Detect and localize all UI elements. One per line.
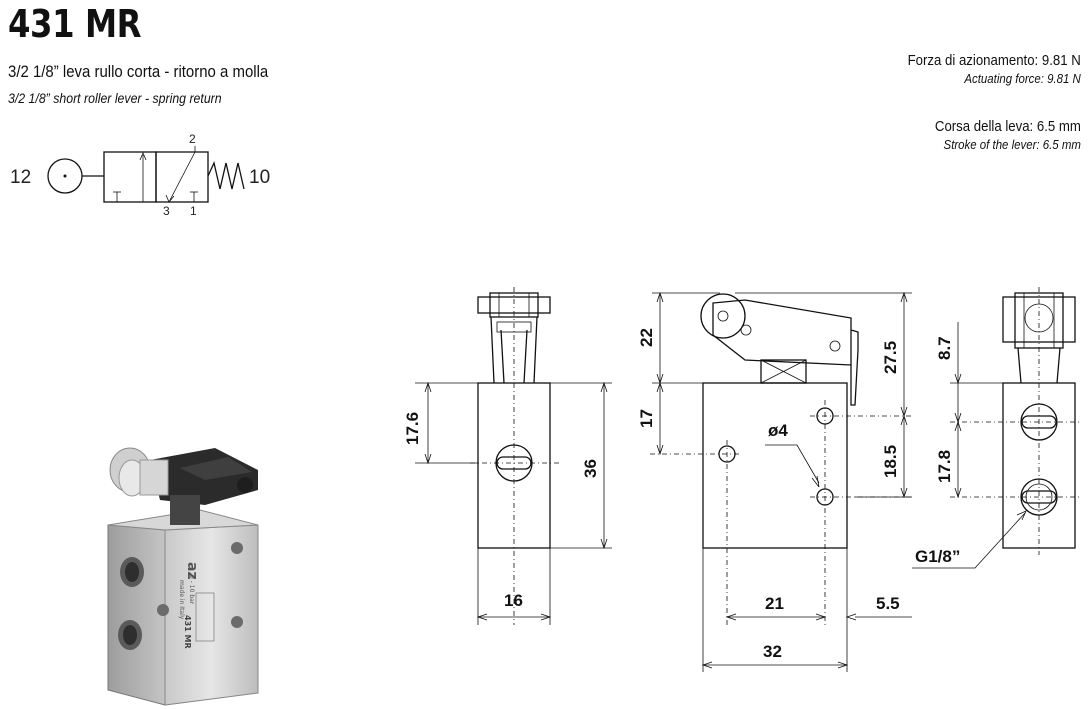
- dim-front-width: 16: [504, 591, 523, 610]
- dim-hole-diameter: ø4: [768, 421, 788, 440]
- subtitle-english: 3/2 1/8” short roller lever - spring ret…: [8, 90, 222, 106]
- page-title: 431 MR: [8, 2, 142, 46]
- photo-made-in: made in Italy: [178, 580, 185, 620]
- symbol-port-12: 12: [10, 167, 31, 188]
- valve-symbol: 12 2 3 1 10: [10, 132, 270, 218]
- dim-rear-spacing: 17.8: [935, 450, 954, 483]
- subtitle-italian: 3/2 1/8” leva rullo corta - ritorno a mo…: [8, 62, 269, 81]
- spec-actuating-force: Forza di azionamento: 9.81 N Actuating f…: [908, 52, 1081, 86]
- front-view: 17.6 36 16: [403, 287, 612, 625]
- product-photo: az made in Italy 0 - 10 bar 431 MR: [107, 447, 259, 706]
- dim-hole-spacing: 21: [765, 594, 784, 613]
- dim-port-spacing: 18.5: [881, 445, 900, 478]
- dim-rear-top: 8.7: [935, 336, 954, 360]
- rear-view: 8.7 17.8 G1/8”: [912, 287, 1080, 569]
- spring-symbol: [207, 161, 245, 190]
- spec-label-it: Forza di azionamento: 9.81 N: [907, 52, 1081, 69]
- symbol-port-1: 1: [190, 204, 197, 218]
- photo-model: 431 MR: [183, 615, 192, 649]
- dim-side-width: 32: [763, 642, 782, 661]
- symbol-port-10: 10: [249, 167, 270, 188]
- symbol-box-right: [155, 151, 209, 203]
- spec-label-en: Stroke of the lever: 6.5 mm: [943, 137, 1081, 152]
- symbol-port-2: 2: [189, 132, 196, 146]
- dim-body-upper: 17: [637, 409, 656, 428]
- dim-thread: G1/8”: [915, 547, 960, 566]
- dim-lever-height: 22: [637, 328, 656, 347]
- photo-pressure: 0 - 10 bar: [188, 575, 195, 605]
- side-view: ø4 22 17 27.5 18.5 21 5.5 3: [637, 291, 912, 672]
- photo-brand: az: [184, 562, 200, 580]
- symbol-port-3: 3: [163, 204, 170, 218]
- dim-total-height: 27.5: [881, 341, 900, 374]
- spec-stroke: Corsa della leva: 6.5 mm Stroke of the l…: [935, 118, 1081, 152]
- spec-label-it: Corsa della leva: 6.5 mm: [935, 118, 1081, 135]
- symbol-box-left: [103, 151, 157, 203]
- spec-label-en: Actuating force: 9.81 N: [964, 71, 1081, 86]
- dim-front-height: 36: [581, 459, 600, 478]
- dim-side-offset: 5.5: [876, 594, 900, 613]
- dim-front-upper: 17.6: [403, 412, 422, 445]
